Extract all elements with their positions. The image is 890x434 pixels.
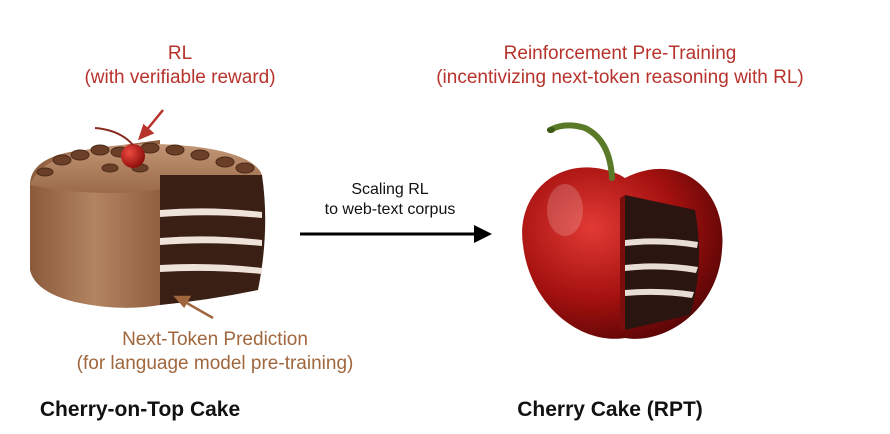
ntp-pointer-arrow (173, 295, 214, 320)
scaling-arrow (300, 225, 492, 243)
rpt-label: Reinforcement Pre-Training (incentivizin… (400, 42, 840, 90)
scaling-label: Scaling RL to web-text corpus (300, 180, 480, 220)
cherry-cake-image (522, 122, 723, 339)
rl-label: RL (with verifiable reward) (55, 42, 305, 90)
right-caption: Cherry Cake (RPT) (517, 398, 703, 421)
rl-label-line1: RL (167, 43, 193, 64)
ntp-label-line2: (for language model pre-training) (76, 353, 354, 374)
ntp-label-line1: Next-Token Prediction (122, 329, 308, 350)
scaling-label-line1: Scaling RL (351, 181, 429, 198)
rl-label-line2: (with verifiable reward) (84, 67, 276, 88)
rl-pointer-arrow (137, 109, 164, 141)
rpt-label-line1: Reinforcement Pre-Training (503, 43, 737, 64)
rpt-label-line2: (incentivizing next-token reasoning with… (436, 67, 804, 88)
layered-cake-image (30, 127, 266, 308)
left-caption: Cherry-on-Top Cake (39, 398, 241, 421)
ntp-label: Next-Token Prediction (for language mode… (30, 328, 400, 376)
scaling-label-line2: to web-text corpus (324, 201, 456, 218)
